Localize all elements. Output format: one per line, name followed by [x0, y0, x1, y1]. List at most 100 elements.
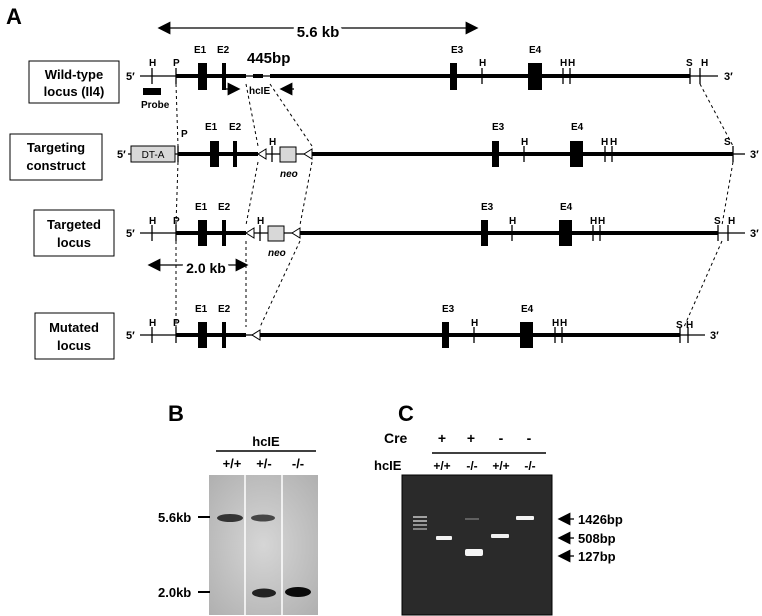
band-label: 508bp: [578, 531, 616, 546]
site-h: H: [560, 58, 567, 69]
cre-value: -: [499, 430, 504, 446]
exon-label: E2: [229, 122, 242, 133]
site-h: H: [601, 137, 608, 148]
row-label-wild-type: Wild-type locus (Il4): [28, 60, 120, 104]
site-p: P: [181, 129, 188, 140]
exon-label: E1: [195, 202, 208, 213]
marker-label: 2.0kb: [158, 585, 191, 600]
five-prime-label: 5′: [126, 330, 135, 342]
hcie-label: hcIE: [374, 458, 402, 473]
panel-b-letter: B: [168, 401, 184, 426]
lane-label: +/-: [256, 456, 272, 471]
row-label-line1: Targeting: [27, 140, 85, 155]
row-label-line2: locus: [57, 338, 91, 353]
row-label-line1: Mutated: [49, 320, 99, 335]
probe-label: Probe: [141, 100, 170, 111]
three-prime-label: 3′: [750, 149, 759, 161]
exon-label: E4: [571, 122, 584, 133]
dta-label: DT-A: [142, 150, 165, 161]
site-h: H: [257, 216, 264, 227]
exon-label: E2: [218, 304, 231, 315]
exon-label: E3: [451, 45, 464, 56]
site-h: H: [269, 137, 276, 148]
panel-a-letter: A: [6, 4, 22, 29]
neo-label: neo: [280, 169, 298, 180]
lane-label: +/+: [223, 456, 242, 471]
five-prime-label: 5′: [126, 228, 135, 240]
site-p: P: [173, 216, 180, 227]
genotype-label: +/+: [492, 459, 509, 473]
site-h: H: [610, 137, 617, 148]
band-label: 1426bp: [578, 512, 623, 527]
exon-label: E2: [217, 45, 230, 56]
targeted-locus-map: 5′ 3′ H P E1 E2 H neo E3 E4 H H H S H: [126, 202, 759, 259]
exon-label: E2: [218, 202, 231, 213]
span-label-5-6kb: 5.6 kb: [297, 24, 340, 41]
site-h: H: [560, 318, 567, 329]
homology-guides: [175, 83, 734, 328]
band-label: 127bp: [578, 549, 616, 564]
hcie-label: hcIE: [249, 86, 270, 97]
exon-label: E1: [205, 122, 218, 133]
site-h: H: [149, 216, 156, 227]
exon-label: E3: [481, 202, 494, 213]
site-s: S: [676, 320, 683, 331]
site-h: H: [479, 58, 486, 69]
cre-value: +: [438, 430, 446, 446]
site-h: H: [686, 320, 693, 331]
lane-label: -/-: [292, 456, 304, 471]
exon-label: E4: [521, 304, 534, 315]
five-prime-label: 5′: [126, 71, 135, 83]
exon-label: E3: [442, 304, 455, 315]
cre-label: Cre: [384, 430, 408, 446]
site-h: H: [728, 216, 735, 227]
span-label-2kb: 2.0 kb: [186, 260, 226, 276]
exon-label: E3: [492, 122, 505, 133]
site-s: S: [686, 58, 693, 69]
site-s: S: [724, 137, 731, 148]
site-h: H: [598, 216, 605, 227]
site-h: H: [471, 318, 478, 329]
neo-label: neo: [268, 248, 286, 259]
site-s: S: [714, 216, 721, 227]
site-h: H: [701, 58, 708, 69]
five-prime-label: 5′: [117, 149, 126, 161]
exon-label: E4: [560, 202, 573, 213]
panel-c-letter: C: [398, 401, 414, 426]
blot-header-hcie: hcIE: [252, 434, 280, 449]
targeting-construct-map: 5′ DT-A 3′ P E1 E2 H neo E3 E4 H H H S: [117, 122, 759, 180]
three-prime-label: 3′: [710, 330, 719, 342]
marker-label: 5.6kb: [158, 510, 191, 525]
row-label-line2: construct: [26, 158, 86, 173]
pcr-gel: [401, 474, 553, 616]
site-h: H: [590, 216, 597, 227]
label-445bp: 445bp: [247, 50, 290, 67]
row-label-line2: locus (Il4): [44, 84, 105, 99]
three-prime-label: 3′: [750, 228, 759, 240]
row-label-line1: Targeted: [47, 217, 101, 232]
site-h: H: [521, 137, 528, 148]
row-label-line2: locus: [57, 235, 91, 250]
three-prime-label: 3′: [724, 71, 733, 83]
row-label-targeting-construct: Targeting construct: [9, 133, 103, 181]
site-h: H: [509, 216, 516, 227]
mutated-locus-map: 5′ 3′ H P E1 E2 E3 E4 H H H S H: [126, 304, 719, 348]
site-h: H: [568, 58, 575, 69]
site-h: H: [149, 318, 156, 329]
row-label-mutated-locus: Mutated locus: [34, 312, 115, 360]
row-label-line1: Wild-type: [45, 67, 103, 82]
row-label-targeted-locus: Targeted locus: [33, 209, 115, 257]
site-p: P: [173, 58, 180, 69]
wild-type-locus-map: 5′ 3′ H P H H H S H E1 E2 E3 E4 445bp: [126, 45, 733, 111]
exon-label: E4: [529, 45, 542, 56]
genotype-label: +/+: [433, 459, 450, 473]
site-h: H: [149, 58, 156, 69]
site-h: H: [552, 318, 559, 329]
genotype-label: -/-: [524, 459, 535, 473]
genotype-label: -/-: [466, 459, 477, 473]
exon-label: E1: [194, 45, 207, 56]
southern-blot: [209, 475, 318, 615]
cre-value: +: [467, 430, 475, 446]
exon-label: E1: [195, 304, 208, 315]
